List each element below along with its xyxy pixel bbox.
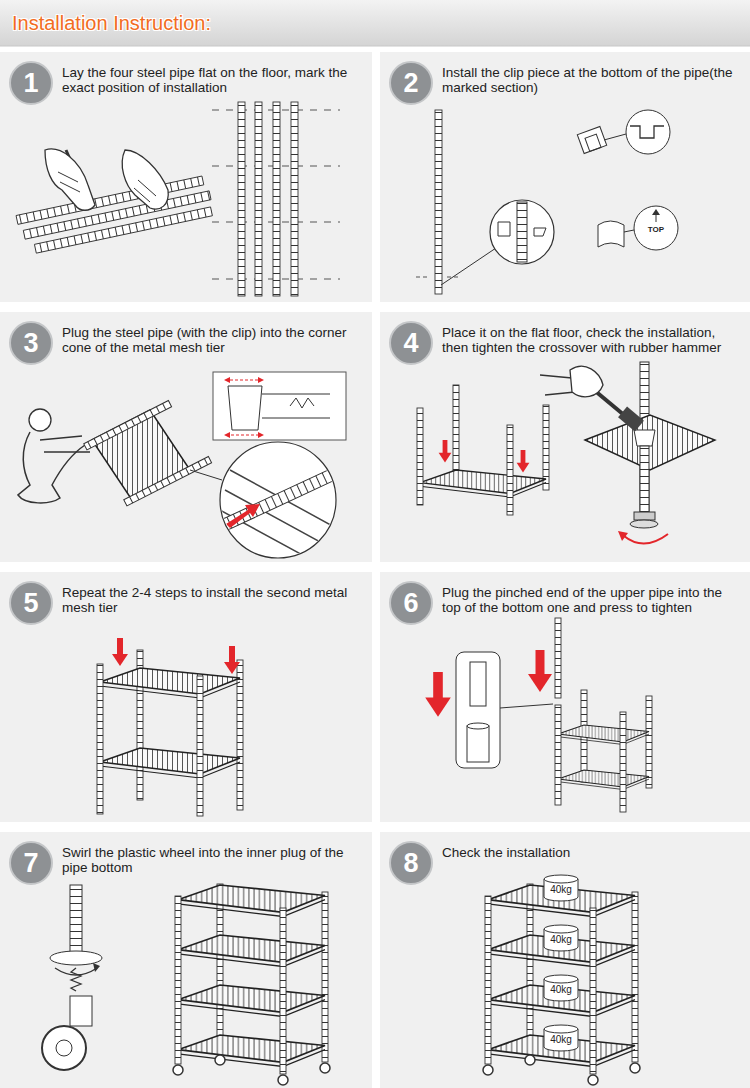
instruction-text: Lay the four steel pipe flat on the floo… [62, 65, 364, 95]
instruction-text: Install the clip piece at the bottom of … [442, 65, 742, 95]
step-number: 7 [11, 843, 51, 883]
weight-label: 40kg [544, 934, 578, 946]
step8-figure [483, 875, 640, 1085]
step6-figure [425, 618, 652, 812]
step-number: 1 [11, 63, 51, 103]
step5-figure [97, 638, 243, 816]
step-panel: 5 Repeat the 2-4 steps to install the sec… [0, 572, 372, 822]
instruction-text: Check the installation [442, 845, 742, 860]
weight-label: 40kg [544, 1034, 578, 1046]
step-number-circle: 7 [9, 841, 53, 885]
instruction-text: Swirl the plastic wheel into the inner p… [62, 845, 364, 875]
step-number-circle: 8 [389, 841, 433, 885]
instruction-text: Place it on the flat floor, check the in… [442, 325, 742, 355]
step3-figure [18, 372, 346, 570]
step-number: 5 [11, 583, 51, 623]
weight-label: 40kg [544, 884, 578, 896]
step-number: 8 [391, 843, 431, 883]
step-number: 3 [11, 323, 51, 363]
step-number: 6 [391, 583, 431, 623]
step-number: 2 [391, 63, 431, 103]
step4-figure [417, 362, 715, 544]
header-bar [0, 0, 750, 46]
instruction-text: Repeat the 2-4 steps to install the seco… [62, 585, 364, 615]
step-number-circle: 1 [9, 61, 53, 105]
instruction-text: Plug the pinched end of the upper pipe i… [442, 585, 742, 615]
step2-figure [416, 110, 678, 294]
step-number-circle: 5 [9, 581, 53, 625]
instruction-text: Plug the steel pipe (with the clip) into… [62, 325, 364, 355]
weight-label: 40kg [544, 984, 578, 996]
step-number-circle: 6 [389, 581, 433, 625]
step1-figure [16, 102, 340, 296]
page-title: Installation Instruction: [12, 11, 211, 35]
clip-mark: TOP [646, 225, 666, 235]
step-number-circle: 4 [389, 321, 433, 365]
step7-figure [42, 884, 330, 1085]
step-number: 4 [391, 323, 431, 363]
step-number-circle: 3 [9, 321, 53, 365]
step-number-circle: 2 [389, 61, 433, 105]
